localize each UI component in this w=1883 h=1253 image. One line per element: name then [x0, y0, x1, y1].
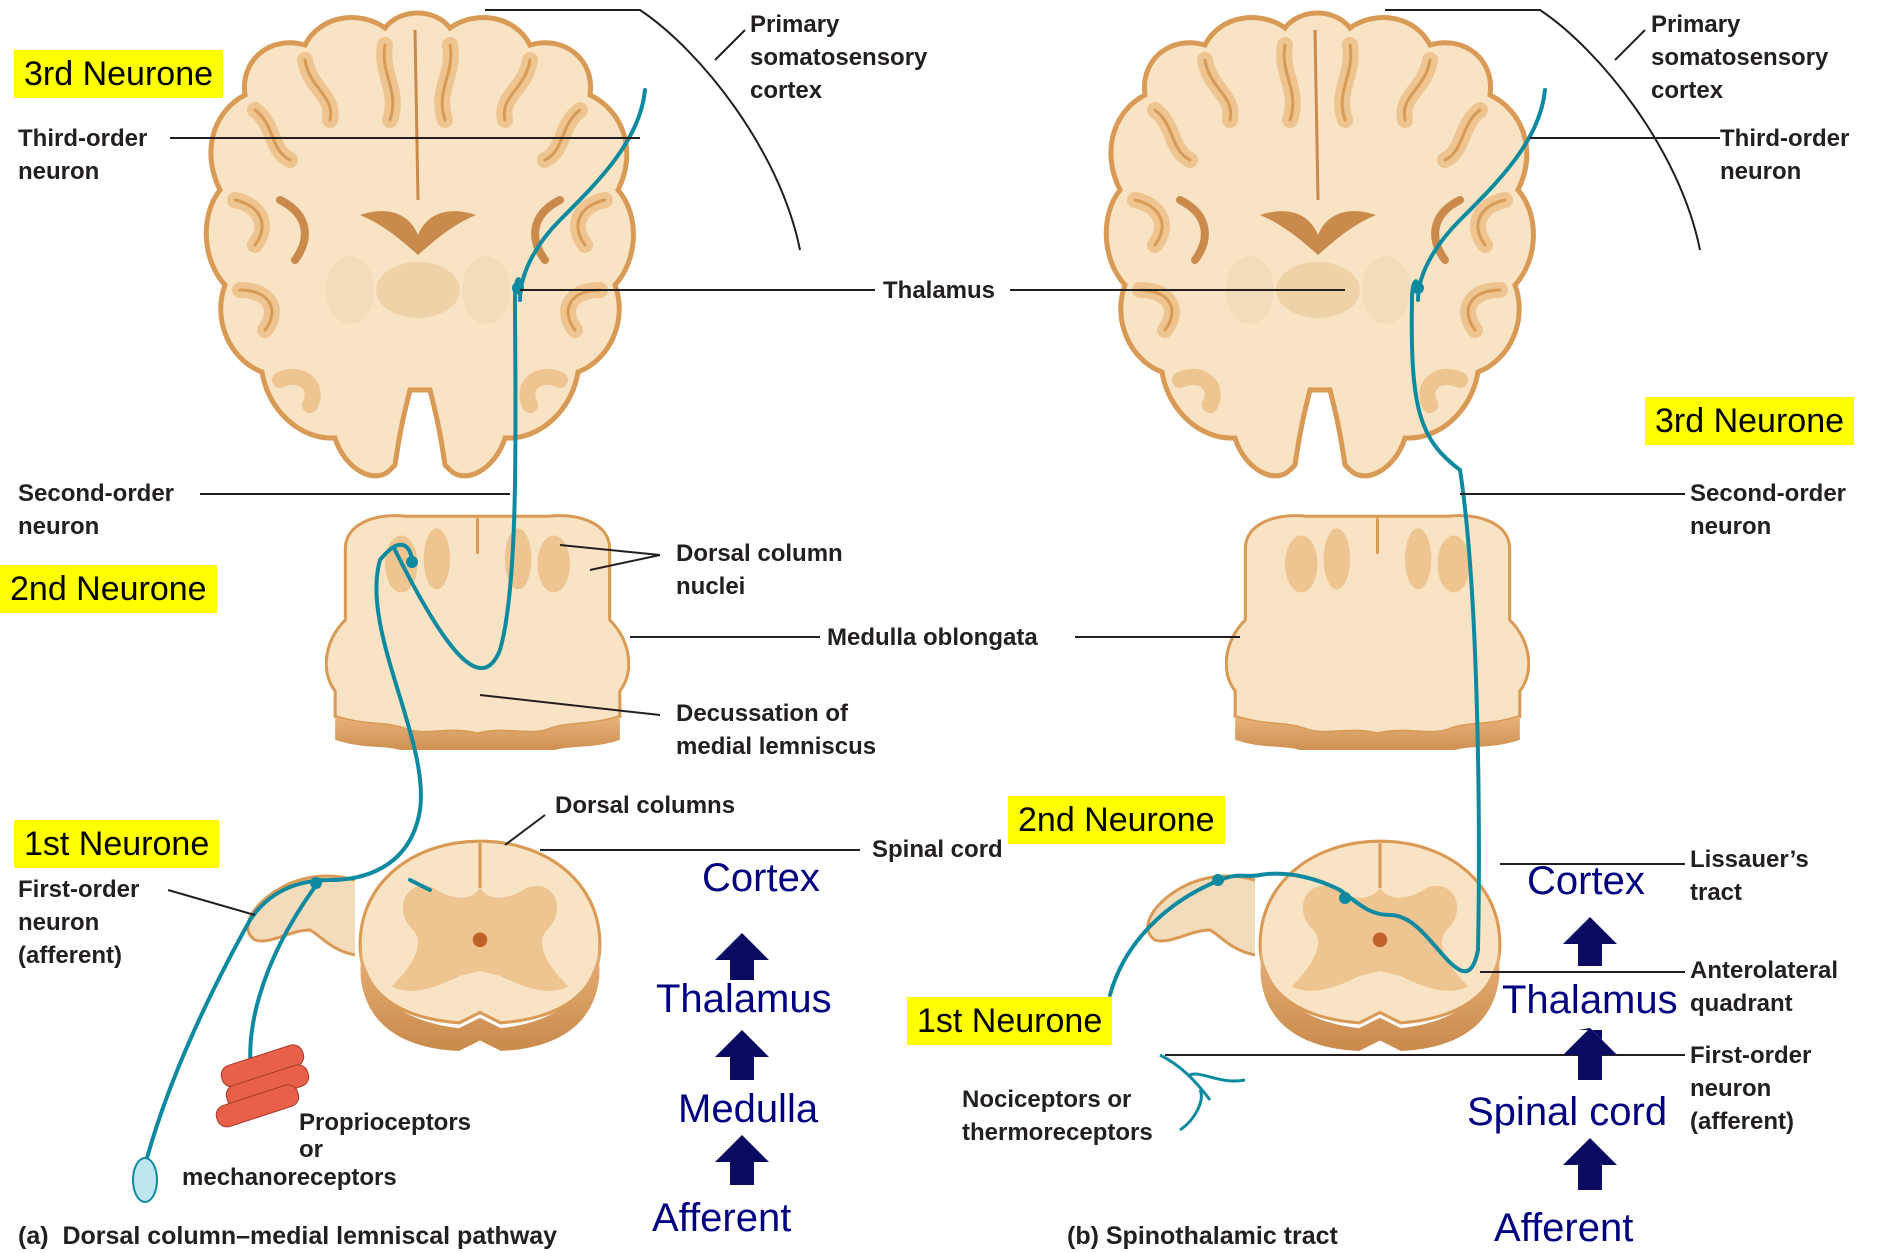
thalamus-label: Thalamus [883, 274, 995, 307]
a-first-order-label: First-order neuron (afferent) [18, 873, 139, 972]
panel-a-spinal-cord [360, 841, 600, 1051]
b-primary-cortex-label: Primary somatosensory cortex [1651, 8, 1828, 107]
panel-a-dorsal-root [248, 876, 355, 955]
a-second-neurone-highlight: 2nd Neurone [0, 565, 217, 613]
b-second-neurone-highlight: 2nd Neurone [1008, 796, 1225, 844]
panel-b-flow-arrows [1563, 917, 1617, 1190]
b-third-order-label: Third-order neuron [1720, 122, 1849, 188]
spinal-cord-label: Spinal cord [872, 833, 1003, 866]
a-caption: (a) Dorsal column–medial lemniscal pathw… [18, 1222, 557, 1251]
a-second-order-label: Second-order neuron [18, 477, 174, 543]
panel-b-medulla [1226, 516, 1528, 756]
anterolateral-quadrant-label: Anterolateral quadrant [1690, 954, 1838, 1020]
a-receptors-label: Proprioceptors or mechanoreceptors [182, 1106, 502, 1194]
b-flow-thalamus: Thalamus [1502, 978, 1678, 1022]
b-caption: (b) Spinothalamic tract [1067, 1222, 1338, 1251]
lissauer-tract-label: Lissauer’s tract [1690, 843, 1809, 909]
panel-a-flow-arrows [715, 933, 769, 1185]
a-flow-medulla: Medulla [678, 1087, 818, 1131]
b-third-neurone-highlight: 3rd Neurone [1645, 397, 1854, 445]
b-flow-spinal-cord: Spinal cord [1467, 1090, 1667, 1134]
b-flow-afferent: Afferent [1494, 1206, 1633, 1250]
a-flow-thalamus: Thalamus [656, 977, 832, 1021]
medulla-oblongata-label: Medulla oblongata [827, 621, 1038, 654]
b-first-neurone-highlight: 1st Neurone [907, 997, 1112, 1045]
panel-a-brain [206, 13, 633, 476]
decussation-label: Decussation of medial lemniscus [676, 697, 876, 763]
panel-b-free-nerve-endings [1160, 1055, 1245, 1130]
panel-b-brain [1106, 13, 1533, 476]
dorsal-column-nuclei-label: Dorsal column nuclei [676, 537, 843, 603]
a-flow-afferent: Afferent [652, 1196, 791, 1240]
a-third-neurone-highlight: 3rd Neurone [14, 50, 223, 98]
a-third-order-label: Third-order neuron [18, 122, 147, 188]
b-receptors-label: Nociceptors or thermoreceptors [962, 1083, 1153, 1149]
a-primary-cortex-label: Primary somatosensory cortex [750, 8, 927, 107]
panel-b-spinal-cord [1260, 841, 1500, 1051]
dorsal-columns-label: Dorsal columns [555, 789, 735, 822]
a-flow-cortex: Cortex [702, 856, 820, 900]
panel-a-medulla [326, 516, 628, 756]
b-flow-cortex: Cortex [1527, 859, 1645, 903]
b-second-order-label: Second-order neuron [1690, 477, 1846, 543]
b-first-order-label: First-order neuron (afferent) [1690, 1039, 1811, 1138]
a-first-neurone-highlight: 1st Neurone [14, 820, 219, 868]
